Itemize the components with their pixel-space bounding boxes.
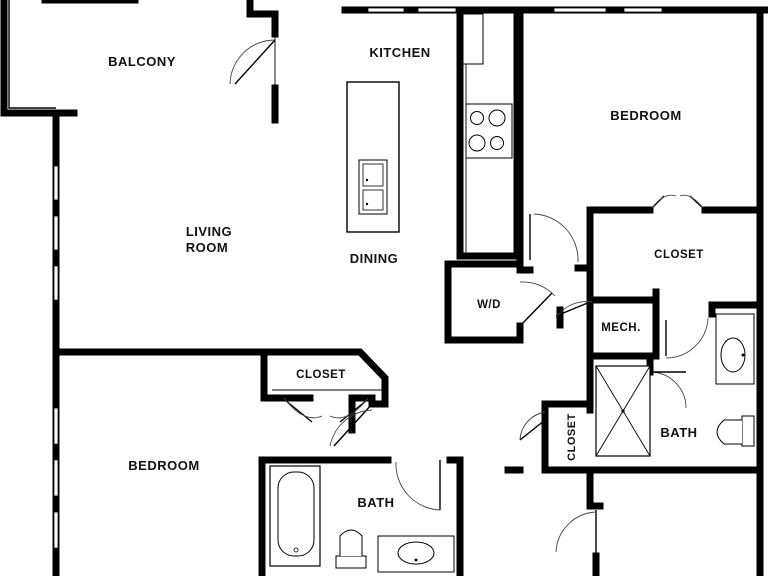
room-labels: BALCONY KITCHEN BEDROOM LIVING ROOM DINI… xyxy=(108,45,704,510)
bathtub-icon xyxy=(269,465,321,567)
bathroom-sink-icon xyxy=(377,535,455,573)
room-label-closet-right: CLOSET xyxy=(654,249,704,261)
stove-icon xyxy=(465,103,513,159)
bathroom-sink-icon xyxy=(715,313,755,385)
refrigerator xyxy=(462,13,484,65)
room-label-balcony: BALCONY xyxy=(108,54,176,69)
room-label-bedroom-top: BEDROOM xyxy=(610,108,681,123)
room-label-dining: DINING xyxy=(350,251,399,266)
door-swings xyxy=(229,34,709,556)
kitchen-sink-icon xyxy=(358,159,388,215)
toilet-icon xyxy=(335,529,367,569)
room-label-closet-left: CLOSET xyxy=(296,369,346,381)
room-label-wd: W/D xyxy=(477,299,501,311)
room-label-closet-vertical: CLOSET xyxy=(566,413,578,461)
room-label-bath-right: BATH xyxy=(660,425,697,440)
room-label-bedroom-bottom: BEDROOM xyxy=(128,458,199,473)
room-label-living-line1: LIVING xyxy=(186,224,232,239)
fixtures xyxy=(269,13,755,573)
room-label-mech: MECH. xyxy=(601,322,641,334)
shower-icon xyxy=(595,365,651,457)
toilet-icon xyxy=(716,415,755,447)
room-label-bath-left: BATH xyxy=(357,495,394,510)
room-label-kitchen: KITCHEN xyxy=(369,45,430,60)
room-label-living-line2: ROOM xyxy=(186,240,228,255)
